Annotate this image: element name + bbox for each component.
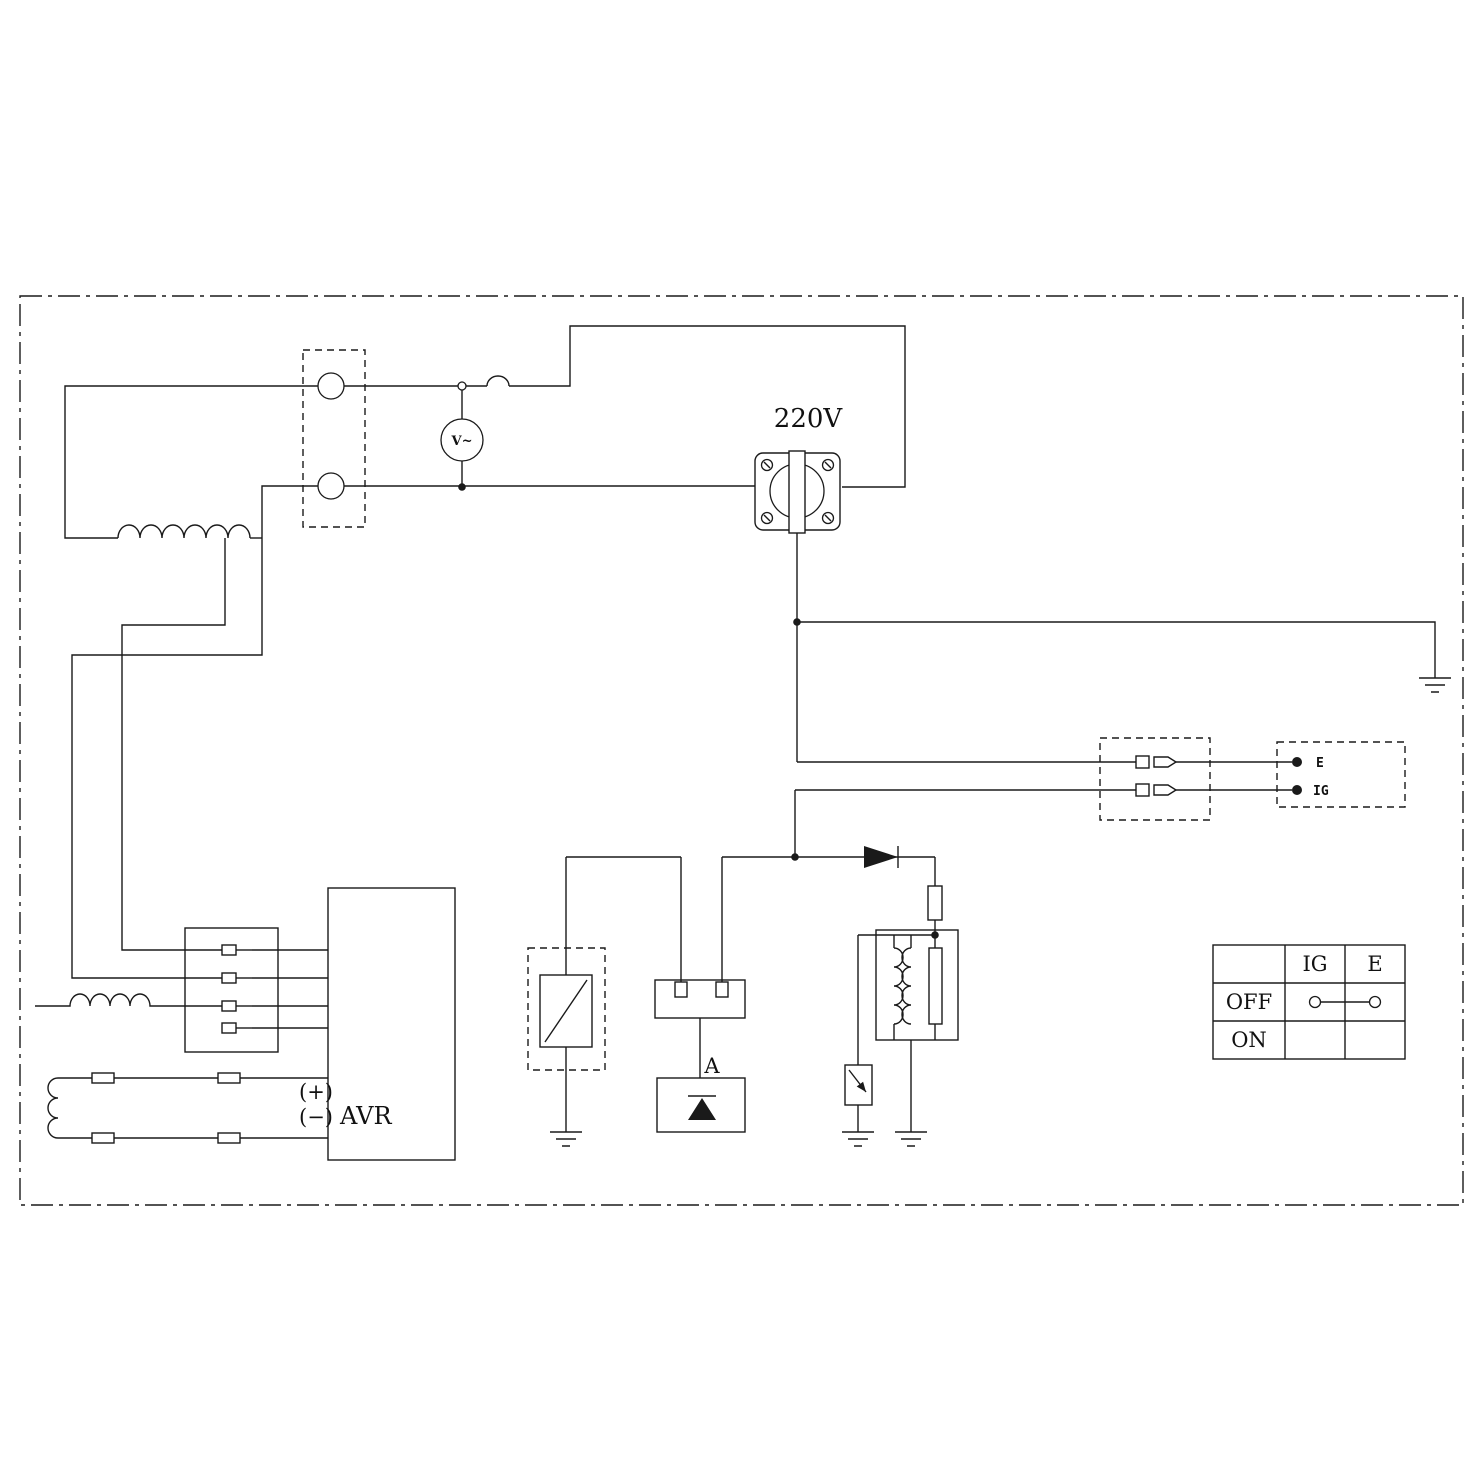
diagram-border [19,295,1464,1206]
tap-node-icon [457,381,467,391]
fuse-icon [486,375,510,387]
wire-segment [71,485,318,979]
table-row-off: OFF [1226,990,1272,1014]
output-terminal-block [302,349,366,528]
avr-connector-outline [184,927,279,1053]
terminal-e-label: E [1316,756,1324,771]
resistor-icon [927,885,943,921]
terminal-block-outline [302,349,366,528]
avr-plus-label: (+) [299,1080,333,1104]
connector-outline [1099,737,1211,821]
ignition-feed [864,846,943,921]
stop-switch-terminals: E IG [1276,741,1406,808]
avr-connector [184,927,279,1053]
key-switch-table: IG E OFF ON [1212,944,1406,1060]
contact-icon [1308,995,1322,1009]
connector-pin-icon [221,1022,237,1034]
wire-segment [509,325,906,488]
outlet-220v: 220V [754,404,844,534]
wire-segment [566,856,723,982]
brush-diagonal [544,979,588,1043]
junction-dot [791,853,799,861]
voltmeter-icon [440,418,484,462]
diode-icon [864,846,898,868]
diode-icon [688,1098,716,1120]
avr-connector-wires [252,949,328,1029]
bullet-connector-icon [91,1072,115,1084]
contact-icon [1368,995,1382,1009]
ignition-coil-outline [875,929,959,1041]
junction-dots [458,483,939,939]
connector-pin-icon [221,944,237,956]
avr-label: AVR [339,1102,392,1130]
coil-core-icon [928,947,943,1025]
table-header-ig: IG [1302,952,1327,976]
primary-winding-icon [893,947,904,1025]
field-winding-icon [47,1077,59,1139]
ignition-coil [875,929,959,1041]
bullet-connector-icon [217,1072,241,1084]
connector-pin-icon [1135,755,1150,769]
stop-switch-connector [1099,737,1211,821]
table-row-on: ON [1231,1028,1267,1052]
table-outline [1212,944,1406,1060]
screw-slot [763,514,771,522]
wire-segment [858,934,935,948]
connector-bullet-icon [1153,784,1178,796]
outlet-screws [760,458,835,525]
terminal-icon [317,472,345,500]
secondary-winding-icon [901,947,912,1025]
junction-dot [458,483,466,491]
rectifier-connector-outline [654,979,746,1019]
ground-icon [841,1131,875,1147]
bullet-connector-icon [217,1132,241,1144]
ground-icon [1418,677,1452,693]
terminal-ig-dot [1292,785,1302,795]
wire-segment [893,1024,936,1132]
charge-winding-icon [35,993,222,1007]
brush-outline [527,947,606,1071]
spark-arrow-icon [856,1081,866,1092]
screw-slot [824,514,832,522]
junction-dot [793,618,801,626]
connector-pin-icon [674,981,688,998]
wire-segment [121,538,226,951]
wire-segment [64,385,318,539]
outlet-slot-icon [788,450,806,534]
avr-outline [327,887,456,1161]
field-connectors [91,1072,241,1144]
connector-pin-icon [221,1000,237,1012]
terminal-icon [317,372,345,400]
wiring [35,325,1436,1139]
terminal-ig-label: IG [1313,784,1329,799]
connector-pin-icon [221,972,237,984]
outlet-voltage-label: 220V [774,404,844,434]
avr-unit: (+) (−) AVR [299,887,456,1161]
connector-pin-icon [715,981,729,998]
rectifier-assembly: A [654,979,746,1133]
voltmeter: V~ [440,381,484,462]
spark-gap [844,1064,873,1106]
ground-wire [797,621,1436,678]
rectifier-outline [656,1077,746,1133]
junction-dot [931,931,939,939]
connector-bullet-icon [1153,756,1178,768]
voltmeter-label: V~ [451,434,473,449]
rectifier-label: A [703,1054,720,1078]
bullet-connector-icon [91,1132,115,1144]
connector-pin-icon [1135,783,1150,797]
brush-assembly [527,947,606,1071]
terminal-e-dot [1292,757,1302,767]
table-header-e: E [1367,952,1382,976]
avr-minus-label: (−) [299,1105,333,1129]
screw-slot [763,461,771,469]
stop-switch-outline [1276,741,1406,808]
main-winding-icon [117,524,251,539]
ground-icon [549,1131,583,1147]
spark-gap-outline [844,1064,873,1106]
screw-slot [824,461,832,469]
ground-icon [894,1131,928,1147]
